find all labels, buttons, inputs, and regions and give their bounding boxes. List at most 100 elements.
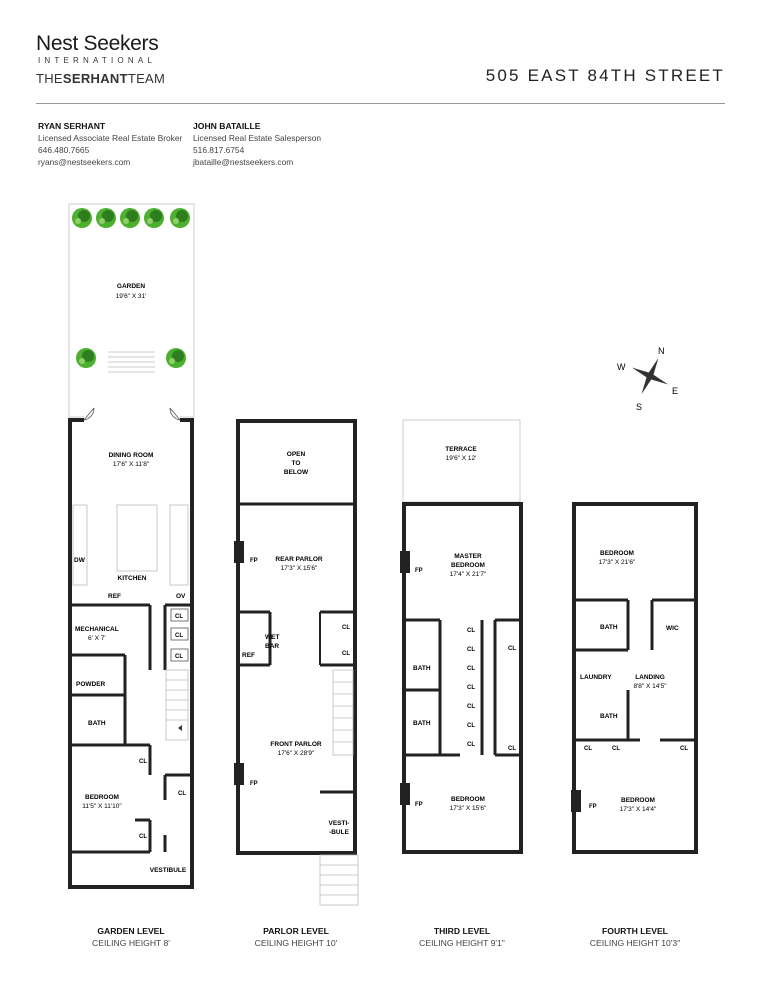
closet-label: CL [584,746,592,752]
agent-title: Licensed Real Estate Salesperson [193,133,322,143]
kitchen-island [116,504,158,572]
agent-name: RYAN SERHANT [38,121,106,131]
garden-steps [108,351,155,373]
closet-label: CL [342,625,350,631]
fireplace-label: FP [415,568,423,574]
closet-label: CL [467,666,475,672]
level-ceiling: CEILING HEIGHT 10' [254,938,338,948]
master-bedroom-label: MASTER [454,553,482,560]
third-interior-walls [404,618,521,757]
tree-icon [166,348,186,368]
dw-label: DW [74,557,86,564]
front-parlor-dim: 17'6" X 28'9" [278,750,315,757]
rear-parlor-label: REAR PARLOR [275,556,322,563]
tree-icon [120,208,140,228]
level-title: GARDEN LEVEL [97,926,165,936]
terrace-label: TERRACE [445,446,477,453]
terrace-dim: 19'6" X 12' [446,455,477,462]
compass-w: W [617,362,626,372]
garden-bedroom-label: BEDROOM [85,794,119,801]
closet-label: CL [508,746,516,752]
wet-bar-label: BAR [265,643,279,650]
agent-phone[interactable]: 516.817.6754 [193,145,245,155]
bath-label: BATH [600,713,618,720]
rear-parlor-dim: 17'3" X 15'6" [281,565,318,572]
vestibule-label: VESTIBULE [150,867,187,874]
level-ceiling: CEILING HEIGHT 10'3" [589,938,681,948]
dining-room-dim: 17'6" X 11'8" [113,461,150,468]
tree-icon [72,208,92,228]
ov-label: OV [176,593,186,600]
compass-s: S [636,402,642,412]
level-title: FOURTH LEVEL [602,926,668,936]
agent-title: Licensed Associate Real Estate Broker [38,133,183,143]
closet-label: CL [175,633,183,639]
garden-doors [83,407,181,421]
agent-phone[interactable]: 646.480.7665 [38,145,90,155]
fourth-bedroom-bottom-label: BEDROOM [621,797,655,804]
garden-bedroom-dim: 11'5" X 11'10" [82,803,122,810]
garden-level-plan: GARDEN 19'6" X 31' [68,203,195,889]
fourth-level-walls [572,502,698,854]
master-bedroom-dim: 17'4" X 21'7" [450,571,487,578]
team-logo: THESERHANTTEAM [36,71,165,86]
garden-dim: 19'6" X 31' [116,293,147,300]
closet-label: CL [467,647,475,653]
team-bold: SERHANT [62,71,128,86]
team-prefix: THE [36,71,63,86]
vestibule-label: -BULE [329,829,350,836]
agent-name: JOHN BATAILLE [193,121,261,131]
closet-label: CL [467,628,475,634]
third-bedroom-label: BEDROOM [451,796,485,803]
bath-label: BATH [88,720,106,727]
agent-email[interactable]: jbataille@nestseekers.com [193,157,294,167]
open-below-label: TO [292,460,301,467]
closet-label: CL [508,646,516,652]
property-address: 505 EAST 84TH STREET [485,66,725,85]
parlor-level-plan: OPEN TO BELOW FP REAR PARLOR 17'3" X 15'… [234,419,359,906]
fourth-interior-walls [574,598,696,742]
third-level-plan: TERRACE 19'6" X 12' FP MASTER BEDROOM 17… [400,419,523,854]
closet-label: CL [139,834,147,840]
level-caption-third: THIRD LEVEL CEILING HEIGHT 9'1" [387,925,537,949]
dining-room-label: DINING ROOM [109,452,154,459]
closet-label: CL [175,614,183,620]
fireplace-label: FP [250,781,258,787]
landing-dim: 8'8" X 14'5" [633,683,667,690]
wet-bar-label: WET [265,634,279,641]
fourth-level-plan: BEDROOM 17'3" X 21'6" BATH WIC LAUNDRY L… [571,502,698,854]
ref-label: REF [242,652,255,659]
closet-label: CL [612,746,620,752]
bath-label: BATH [413,665,431,672]
open-below-label: BELOW [284,469,309,476]
brand-subtitle: INTERNATIONAL [38,56,157,65]
garden-interior-walls [70,603,192,854]
wic-label: WIC [666,625,679,632]
kitchen-label: KITCHEN [118,575,147,582]
compass-icon [631,357,669,395]
tree-icon [170,208,190,228]
garden-label: GARDEN [117,283,145,290]
third-bedroom-dim: 17'3" X 15'6" [450,805,487,812]
fourth-bedroom-bottom-dim: 17'3" X 14'4" [620,806,657,813]
level-ceiling: CEILING HEIGHT 8' [92,938,170,948]
fourth-bedroom-top-dim: 17'3" X 21'6" [599,559,636,566]
closet-label: CL [467,723,475,729]
closet-label: CL [342,651,350,657]
agent-card-2: JOHN BATAILLE Licensed Real Estate Sales… [193,120,321,168]
bath-label: BATH [413,720,431,727]
team-suffix: TEAM [127,71,166,86]
kitchen-counter [169,504,189,586]
vestibule-label: VESTI- [329,820,350,827]
fireplace-label: FP [589,804,597,810]
level-caption-parlor: PARLOR LEVEL CEILING HEIGHT 10' [221,925,371,949]
stairs [165,669,189,741]
tree-icon [76,348,96,368]
mechanical-label: MECHANICAL [75,626,119,633]
header-divider [36,103,725,104]
agent-email[interactable]: ryans@nestseekers.com [38,157,131,167]
garden-outline [68,203,195,418]
landing-label: LANDING [635,674,665,681]
level-title: PARLOR LEVEL [263,926,329,936]
